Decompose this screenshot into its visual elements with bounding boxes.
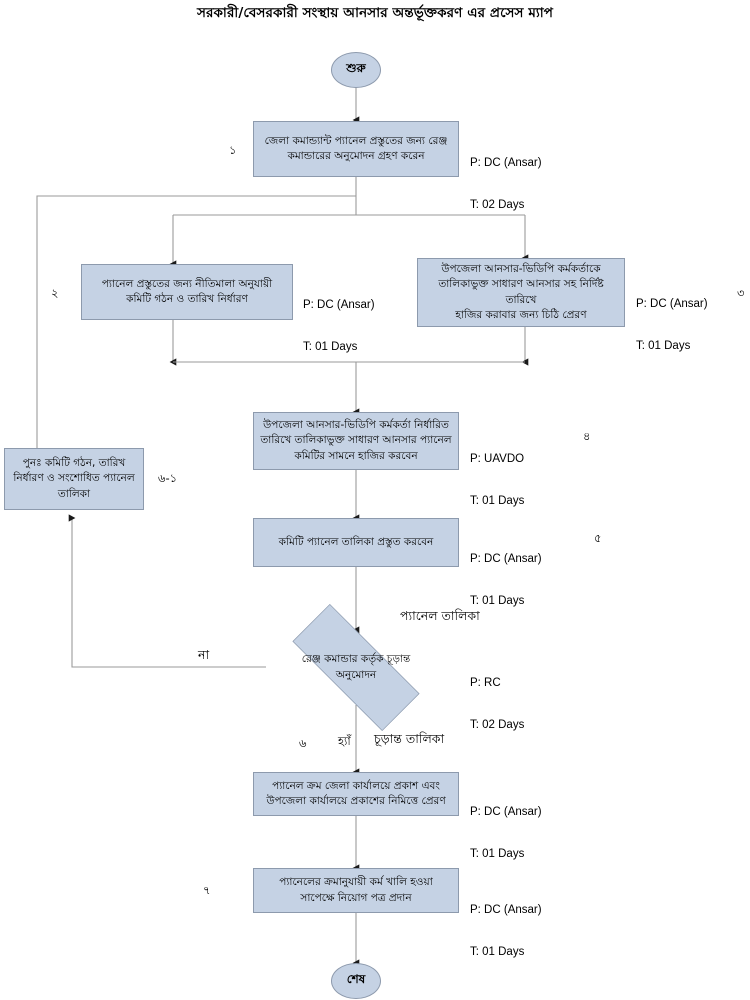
decision-time: T: 02 Days xyxy=(470,719,525,731)
step2-number: ২ xyxy=(51,286,59,300)
step3-meta: P: DC (Ansar) T: 01 Days xyxy=(636,269,708,381)
step5-person: P: DC (Ansar) xyxy=(470,553,542,565)
decision-line1: রেঞ্জ কমান্ডার কর্তৃক চূড়ান্ত xyxy=(301,653,411,666)
step1-line2: কমান্ডারের অনুমোদন গ্রহণ করেন xyxy=(287,150,425,162)
rework-line2: নির্ধারণ ও সংশোধিত প্যানেল xyxy=(13,472,135,485)
step8-line1: প্যানেলের ক্রমানুযায়ী কর্ম খালি হওয়া xyxy=(279,876,433,889)
step2-line2: কমিটি গঠন ও তারিখ নির্ধারণ xyxy=(126,293,248,305)
step8-line2: সাপেক্ষে নিয়োগ পত্র প্রদান xyxy=(300,891,412,904)
step1-meta: P: DC (Ansar) T: 02 Days xyxy=(470,128,542,240)
step3-line2: তালিকাভুক্ত সাধারণ আনসার সহ নির্দিষ্ট তা… xyxy=(438,278,604,306)
step4-person: P: UAVDO xyxy=(470,453,525,465)
end-label: শেষ xyxy=(346,972,366,986)
step5-number: ৫ xyxy=(594,531,602,545)
rework-line1: পুনঃ কমিটি গঠন, তারিখ xyxy=(22,457,126,470)
process-box-rework[interactable]: পুনঃ কমিটি গঠন, তারিখ নির্ধারণ ও সংশোধিত… xyxy=(4,448,144,510)
process-box-step4[interactable]: উপজেলা আনসার-ভিডিপি কর্মকর্তা নির্ধারিত … xyxy=(253,412,459,470)
process-box-step2[interactable]: প্যানেল প্রস্তুতের জন্য নীতিমালা অনুযায়… xyxy=(81,264,293,320)
decision-meta: P: RC T: 02 Days xyxy=(470,648,524,760)
decision-input-label: প্যানেল তালিকা xyxy=(400,608,480,623)
step3-time: T: 01 Days xyxy=(636,340,691,352)
decision-text: রেঞ্জ কমান্ডার কর্তৃক চূড়ান্ত অনুমোদন xyxy=(266,630,446,705)
step2-time: T: 01 Days xyxy=(303,341,358,353)
decision-number: ৬ xyxy=(299,736,307,750)
step3-line1: উপজেলা আনসার-ভিডিপি কর্মকর্তাকে xyxy=(441,263,601,276)
step8-number: ৭ xyxy=(203,883,211,897)
decision-no-label: না xyxy=(198,647,210,662)
step4-line2: তারিখে তালিকাভুক্ত সাধারণ আনসার প্যানেল xyxy=(260,434,452,447)
step7-line1: প্যানেল ক্রম জেলা কার্যালয়ে প্রকাশ এবং xyxy=(272,779,440,792)
step7-time: T: 01 Days xyxy=(470,848,525,860)
step4-line1: উপজেলা আনসার-ভিডিপি কর্মকর্তা নির্ধারিত xyxy=(263,419,449,432)
step2-meta: P: DC (Ansar) T: 01 Days xyxy=(303,270,375,382)
page-title: সরকারী/বেসরকারী সংস্থায় আনসার অন্তর্ভূক… xyxy=(196,5,554,21)
step5-time: T: 01 Days xyxy=(470,595,525,607)
step1-number: ১ xyxy=(229,143,237,157)
rework-text: পুনঃ কমিটি গঠন, তারিখ নির্ধারণ ও সংশোধিত… xyxy=(11,456,137,502)
step7-line2: উপজেলা কার্যালয়ে প্রকাশের নিমিত্তে প্রে… xyxy=(266,795,446,807)
step3-text: উপজেলা আনসার-ভিডিপি কর্মকর্তাকে তালিকাভু… xyxy=(424,262,618,323)
step1-line1: জেলা কমান্ড্যান্ট প্যানেল প্রস্তুতের জন্… xyxy=(264,134,448,147)
step3-line3: হাজির করাবার জন্য চিঠি প্রেরণ xyxy=(455,308,587,321)
step4-text: উপজেলা আনসার-ভিডিপি কর্মকর্তা নির্ধারিত … xyxy=(260,418,452,464)
process-box-step7[interactable]: প্যানেল ক্রম জেলা কার্যালয়ে প্রকাশ এবং … xyxy=(253,772,459,816)
start-label: শুরু xyxy=(346,61,366,75)
step8-time: T: 01 Days xyxy=(470,946,525,958)
rework-line3: তালিকা xyxy=(57,487,91,500)
step5-meta: P: DC (Ansar) T: 01 Days xyxy=(470,524,542,636)
process-box-step3[interactable]: উপজেলা আনসার-ভিডিপি কর্মকর্তাকে তালিকাভু… xyxy=(417,258,625,327)
step3-person: P: DC (Ansar) xyxy=(636,298,708,310)
decision-person: P: RC xyxy=(470,677,501,689)
decision-yes-output-label: চূড়ান্ত তালিকা xyxy=(374,731,445,746)
step1-text: জেলা কমান্ড্যান্ট প্যানেল প্রস্তুতের জন্… xyxy=(260,134,452,164)
step3-number: ৩ xyxy=(737,286,745,300)
step2-line1: প্যানেল প্রস্তুতের জন্য নীতিমালা অনুযায়… xyxy=(101,277,273,290)
rework-number: ৬-১ xyxy=(158,471,178,485)
step2-text: প্যানেল প্রস্তুতের জন্য নীতিমালা অনুযায়… xyxy=(88,277,286,307)
step7-person: P: DC (Ansar) xyxy=(470,806,542,818)
step1-person: P: DC (Ansar) xyxy=(470,157,542,169)
process-box-step5[interactable]: কমিটি প্যানেল তালিকা প্রস্তুত করবেন xyxy=(253,518,459,567)
start-terminator[interactable]: শুরু xyxy=(331,52,381,88)
step1-time: T: 02 Days xyxy=(470,199,525,211)
step4-number: ৪ xyxy=(583,429,591,443)
step8-meta: P: DC (Ansar) T: 01 Days xyxy=(470,875,542,987)
step4-line3: কমিটির সামনে হাজির করবেন xyxy=(294,449,418,462)
step4-time: T: 01 Days xyxy=(470,495,525,507)
step2-person: P: DC (Ansar) xyxy=(303,299,375,311)
decision-yes-label: হ্যাঁ xyxy=(338,734,351,748)
step7-meta: P: DC (Ansar) T: 01 Days xyxy=(470,777,542,889)
end-terminator[interactable]: শেষ xyxy=(331,963,381,999)
step5-text: কমিটি প্যানেল তালিকা প্রস্তুত করবেন xyxy=(278,535,434,548)
decision-diamond-final-approval[interactable]: রেঞ্জ কমান্ডার কর্তৃক চূড়ান্ত অনুমোদন xyxy=(266,603,446,732)
step8-text: প্যানেলের ক্রমানুযায়ী কর্ম খালি হওয়া স… xyxy=(260,875,452,905)
step4-meta: P: UAVDO T: 01 Days xyxy=(470,424,524,536)
process-box-step8[interactable]: প্যানেলের ক্রমানুযায়ী কর্ম খালি হওয়া স… xyxy=(253,868,459,913)
process-box-step1[interactable]: জেলা কমান্ড্যান্ট প্যানেল প্রস্তুতের জন্… xyxy=(253,121,459,177)
step8-person: P: DC (Ansar) xyxy=(470,904,542,916)
decision-line2: অনুমোদন xyxy=(335,668,377,681)
step7-text: প্যানেল ক্রম জেলা কার্যালয়ে প্রকাশ এবং … xyxy=(260,779,452,809)
